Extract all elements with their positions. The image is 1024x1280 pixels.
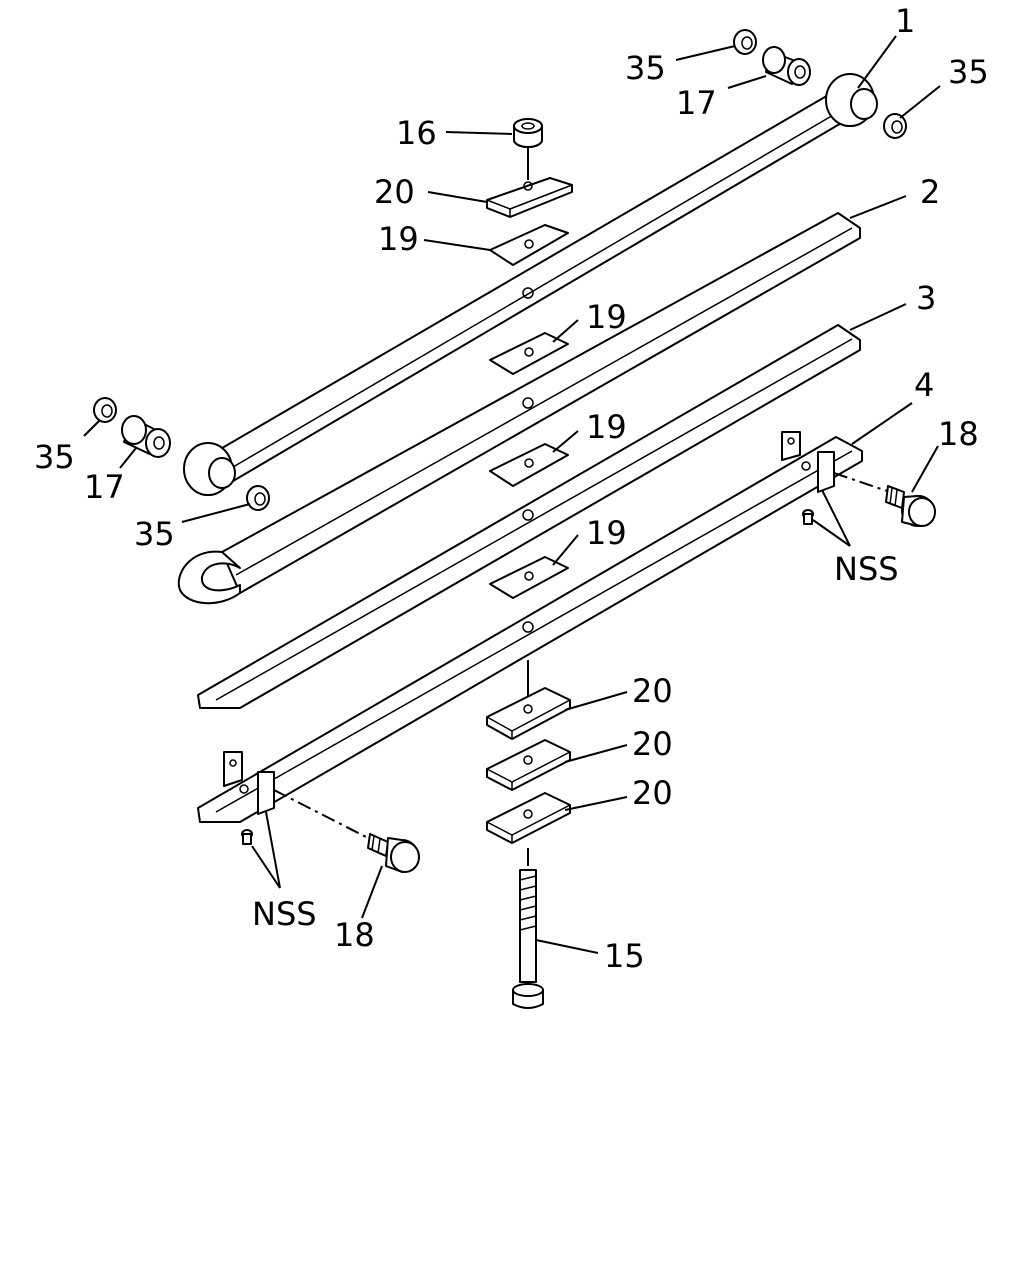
label-part-20-b: 20 [632,725,673,763]
label-nss-right: NSS [834,550,899,588]
leaf-2-wrap-eye [177,550,241,605]
washer-35-top-right [883,113,907,139]
pad-19-top [489,224,569,266]
label-part-16: 16 [396,114,437,152]
screw-nss-left [241,829,253,845]
center-bolt-15 [512,848,544,1009]
label-part-19-b: 19 [586,408,627,446]
pad-19-c [489,556,569,599]
leaf-4-front-clip-back [223,751,243,787]
washer-35-left [93,397,117,423]
label-part-17-top: 17 [676,84,717,122]
plate-20-top [486,177,573,218]
label-part-3: 3 [916,279,936,317]
plate-20-a [486,687,571,740]
main-leaf-1 [183,73,878,496]
label-part-20-a: 20 [632,672,673,710]
label-part-35-top-left: 35 [625,49,666,87]
leaf-3-center-hole [522,509,534,521]
leaf-3 [197,324,861,709]
pad-19-b [489,443,569,487]
label-part-18-right: 18 [938,415,979,453]
label-part-17-left: 17 [84,468,125,506]
pad-19-a [489,332,569,375]
label-part-15: 15 [604,937,645,975]
leaf-4-center-hole [522,621,534,633]
plate-20-b [486,739,571,791]
label-part-18-left: 18 [334,916,375,954]
bushing-17-left [121,415,171,458]
label-nss-left: NSS [252,895,317,933]
washer-35-top-left [733,29,757,55]
leaf-2 [177,212,861,605]
leaf-1-front-eye [183,442,236,496]
bushing-17-top [762,46,811,86]
label-part-35-left: 35 [34,438,75,476]
label-part-35-top-right: 35 [948,53,989,91]
leader-lines [83,35,941,954]
leaf-4-front-hole [239,784,249,794]
bolt-18-right [833,472,936,527]
leaf-1-center-hole [522,287,534,299]
leaf-4-rear-clip-front [817,451,835,493]
label-part-19-top: 19 [378,220,419,258]
leaf-2-center-hole [522,397,534,409]
bolt-18-left [273,789,420,873]
label-part-4: 4 [914,366,934,404]
label-part-2: 2 [920,173,940,211]
leaf-4 [197,431,863,823]
nut-16 [513,118,543,180]
leaf-4-rear-clip-back [781,431,801,461]
label-part-35-bottom: 35 [134,515,175,553]
label-part-20-c: 20 [632,774,673,812]
washer-35-bottom [246,485,270,511]
leaf-4-front-clip-front [257,771,275,815]
part-labels: 1 2 3 4 15 16 17 17 18 18 19 19 19 19 20… [34,2,989,975]
screw-nss-right [802,509,814,525]
label-part-19-a: 19 [586,298,627,336]
label-part-20-top: 20 [374,173,415,211]
label-part-1: 1 [895,2,915,40]
leaf-4-rear-hole [801,461,811,471]
label-part-19-c: 19 [586,514,627,552]
plate-20-c [486,792,571,844]
leaf-1-rear-eye [825,73,878,127]
